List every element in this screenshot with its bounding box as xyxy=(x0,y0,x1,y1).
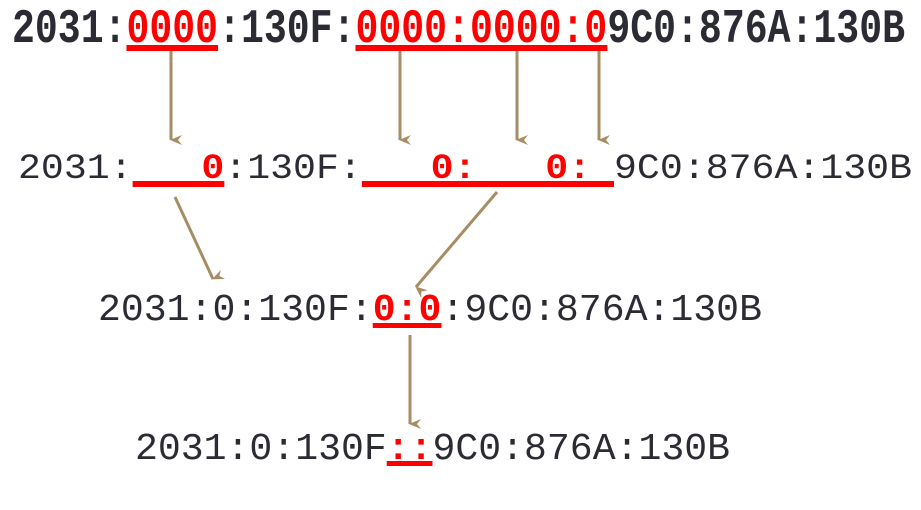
address-segment: 2031: xyxy=(12,3,126,57)
address-segment: 9C0:876A:130B xyxy=(607,3,905,57)
address-double-colon: 2031:0:130F::9C0:876A:130B xyxy=(135,428,730,471)
highlight-underline xyxy=(372,323,442,328)
address-segment: 2031:0:130F xyxy=(135,428,387,471)
address-segment: :130F: xyxy=(224,148,362,189)
highlight-underline xyxy=(126,45,219,51)
address-segment: 9C0:876A:130B xyxy=(433,428,731,471)
highlight-underline xyxy=(361,181,614,187)
highlight-underline xyxy=(355,45,608,51)
address-segment: 9C0:876A:130B xyxy=(614,148,912,189)
address-segment: 2031:0:130F: xyxy=(98,289,373,332)
highlight-underline xyxy=(132,181,225,187)
address-segment: :130F: xyxy=(218,3,355,57)
highlight-underline xyxy=(386,461,433,466)
arrow-row2-left xyxy=(173,196,226,280)
address-segment: 2031: xyxy=(18,148,133,189)
address-segment: :9C0:876A:130B xyxy=(441,289,762,332)
arrow-row2-right xyxy=(414,191,499,298)
arrows-layer xyxy=(169,50,610,429)
address-compressed-groups: 2031:0:130F:0:0:9C0:876A:130B xyxy=(98,289,762,332)
address-leading-zeros-removed: 2031: 0:130F: 0: 0: 9C0:876A:130B xyxy=(18,148,912,189)
